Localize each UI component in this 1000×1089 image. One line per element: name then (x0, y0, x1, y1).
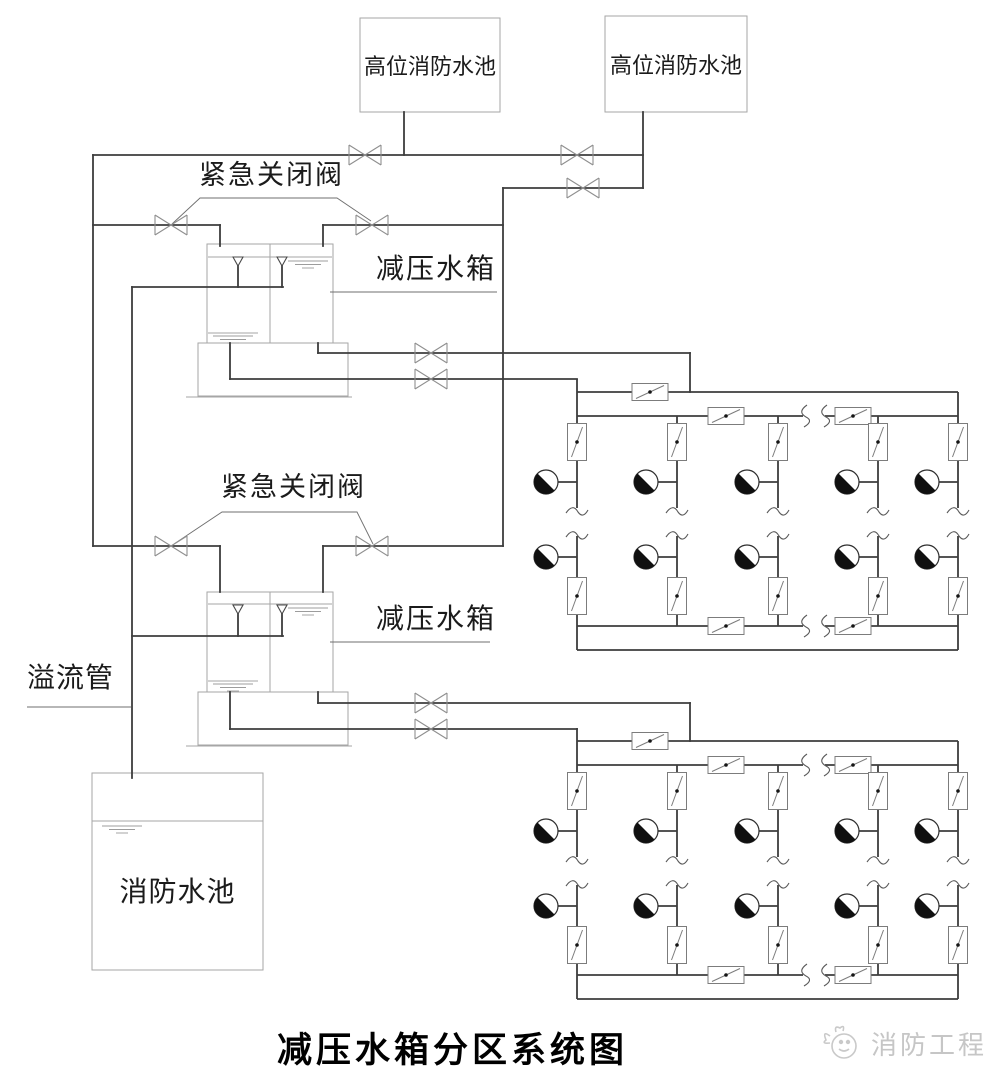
inlet-funnel-icon (232, 604, 244, 615)
water-level-icon (287, 607, 329, 616)
inlet-funnel-icon (232, 256, 244, 267)
page-title: 减压水箱分区系统图 (277, 1031, 629, 1070)
tank-outlines (91, 15, 748, 971)
prv-tank-1-pedestal (197, 342, 349, 397)
label-emergency-valve-2: 紧急关闭阀 (221, 472, 366, 502)
label-high-pool-right: 高位消防水池 (609, 53, 742, 78)
bee-logo-icon (823, 1025, 857, 1059)
watermark: 消防工程 (820, 1022, 987, 1064)
high-pool-left-box (359, 17, 501, 113)
fire-pool-box (91, 772, 264, 971)
water-level-icon (101, 825, 143, 834)
label-prv-tank-2: 减压水箱 (376, 604, 497, 635)
inlet-funnel-icon (276, 256, 288, 267)
label-prv-tank-1: 减压水箱 (376, 254, 497, 285)
prv-tank-2-pedestal (197, 691, 349, 746)
watermark-text: 消防工程 (871, 1030, 988, 1060)
high-pool-right-box (604, 15, 748, 113)
inlet-funnel-icon (276, 604, 288, 615)
water-level-icon (212, 335, 254, 344)
label-emergency-valve-1: 紧急关闭阀 (199, 160, 344, 190)
label-high-pool-left: 高位消防水池 (363, 54, 496, 79)
label-fire-pool: 消防水池 (119, 877, 236, 908)
water-level-icon (287, 260, 329, 269)
pipes-group (92, 111, 691, 779)
riser-zone-block-upper (534, 379, 969, 650)
leader-lines (27, 197, 497, 708)
water-level-icon (212, 683, 254, 692)
riser-zone-block-lower (534, 728, 969, 999)
label-overflow-pipe: 溢流管 (27, 663, 115, 694)
